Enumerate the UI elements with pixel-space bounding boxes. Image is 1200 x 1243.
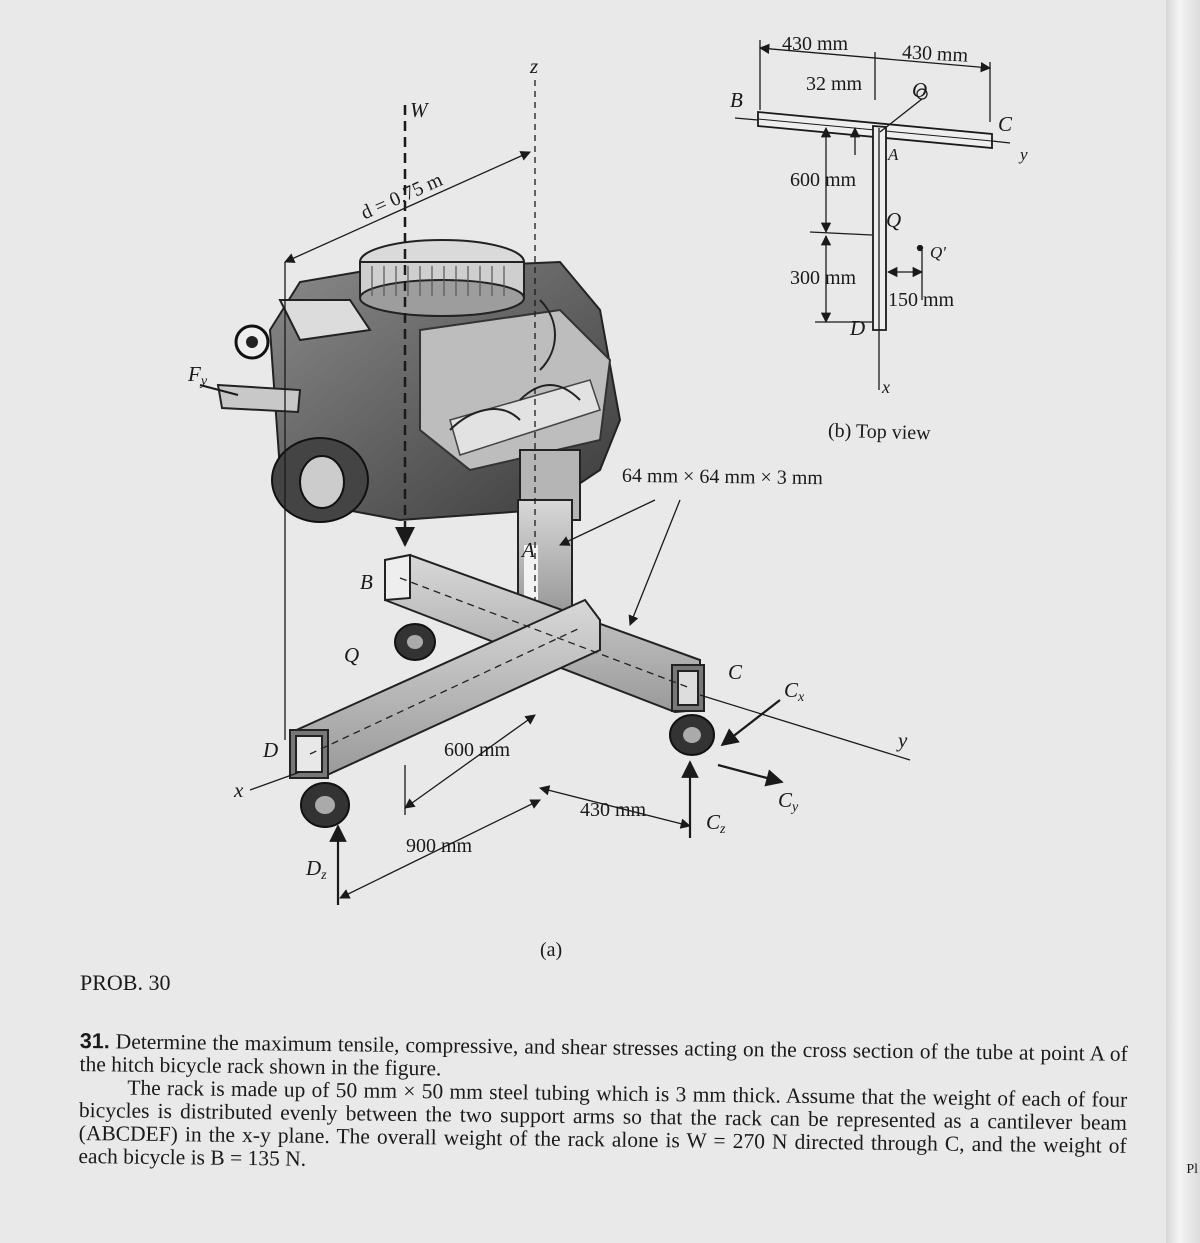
top-dim-430-left: 430 mm — [782, 33, 849, 55]
top-label-B: B — [730, 88, 743, 112]
label-Fy: Fy — [188, 362, 208, 389]
top-label-D: D — [850, 316, 866, 340]
label-D: D — [263, 738, 279, 762]
problem-31-text: 31. Determine the maximum tensile, compr… — [78, 1029, 1128, 1181]
label-x: x — [234, 778, 244, 802]
top-label-C: C — [998, 112, 1013, 136]
tube-section-label: 64 mm × 64 mm × 3 mm — [621, 464, 824, 490]
base-arms — [289, 553, 705, 779]
top-label-y: y — [1020, 145, 1028, 164]
edge-text-fragment: Pl — [1186, 1162, 1198, 1177]
label-Dz: Dz — [306, 856, 327, 883]
top-dim-300mm: 300 mm — [790, 267, 857, 289]
caption-b-top-view: (b) Top view — [827, 419, 931, 445]
problem-30-label: PROB. 30 — [80, 970, 171, 995]
label-C: C — [728, 660, 743, 684]
top-label-Qprime: Q' — [930, 243, 946, 262]
label-Cy: Cy — [778, 788, 799, 815]
problem-31-paragraph-2: The rack is made up of 50 mm × 50 mm ste… — [78, 1075, 1128, 1171]
vertical-post — [517, 499, 573, 611]
dim-600mm: 600 mm — [444, 739, 511, 761]
label-A: A — [522, 538, 535, 562]
top-dim-600mm: 600 mm — [790, 169, 857, 191]
top-label-x: x — [882, 377, 890, 397]
label-Cz: Cz — [706, 810, 726, 837]
top-label-O: O — [912, 78, 928, 102]
casters — [300, 623, 715, 828]
label-Cx: Cx — [784, 678, 805, 705]
top-dim-150mm: 150 mm — [888, 289, 955, 311]
problem-number: 31. — [79, 1029, 110, 1054]
label-y: y — [898, 728, 908, 752]
engine-illustration — [216, 239, 622, 523]
top-dim-32mm: 32 mm — [806, 73, 863, 95]
label-Q: Q — [344, 643, 360, 667]
label-z: z — [530, 54, 539, 78]
dim-430mm: 430 mm — [580, 799, 647, 821]
figure-lines — [199, 80, 911, 905]
label-B: B — [360, 570, 373, 594]
caption-a: (a) — [540, 939, 563, 961]
top-dim-430-right: 430 mm — [901, 41, 969, 67]
top-view-diagram — [734, 40, 1011, 390]
label-W: W — [410, 98, 428, 122]
top-label-Q: Q — [886, 208, 902, 232]
dim-900mm: 900 mm — [406, 835, 473, 857]
top-label-A: A — [888, 145, 899, 164]
page-edge: Pl — [1166, 0, 1200, 1243]
